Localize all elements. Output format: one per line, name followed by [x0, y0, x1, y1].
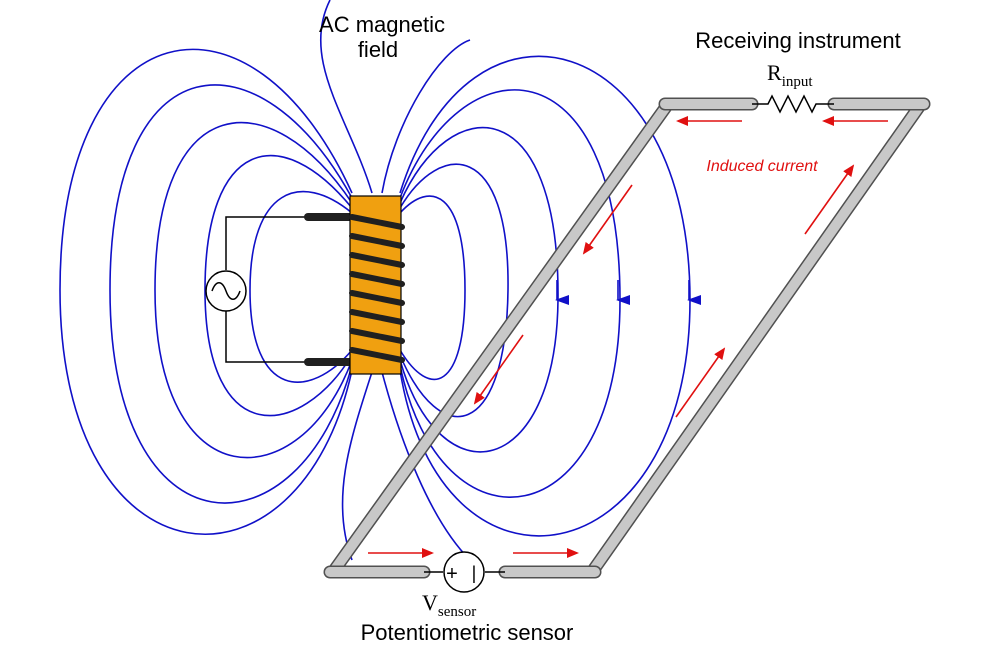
- field-line-bottom-inner-2: [381, 371, 471, 561]
- receiving-instrument-label: Receiving instrument: [695, 28, 900, 53]
- potentiometric-sensor-label: Potentiometric sensor: [361, 620, 574, 645]
- field-title-line2: field: [358, 37, 398, 62]
- electromagnet-coil: [349, 195, 405, 375]
- sensor-minus: |: [472, 563, 477, 583]
- field-line-4: [204, 155, 353, 417]
- sensor-plus: +: [446, 563, 458, 585]
- source-wire-bottom: [225, 311, 312, 363]
- resistor-zigzag: [752, 94, 834, 114]
- current-arrow-left-lower: [473, 334, 524, 405]
- current-arrow-right-upper: [804, 164, 855, 235]
- sensor-icon: [443, 551, 485, 593]
- r-sub: input: [782, 74, 814, 90]
- source-wire-top: [225, 216, 312, 270]
- wire-right-diagonal-fill: [587, 101, 926, 575]
- field-arrows: [555, 280, 701, 305]
- sine-wave-icon: [211, 282, 241, 300]
- induced-current-arrows: [368, 116, 888, 558]
- field-line-2: [109, 84, 353, 504]
- current-arrow-left-upper: [582, 184, 633, 255]
- r-main: R: [767, 60, 782, 85]
- winding-5: [349, 290, 405, 306]
- ac-source-circuit: [205, 213, 356, 366]
- winding-1: [349, 214, 405, 230]
- winding-8: [349, 347, 405, 363]
- v-main: V: [422, 590, 438, 615]
- wire-left-diagonal-fill: [328, 101, 673, 575]
- winding-4: [349, 271, 405, 287]
- induced-current-label: Induced current: [706, 158, 818, 175]
- field-line-top-inner-2: [381, 39, 471, 194]
- field-line-top-inner: [319, 0, 373, 194]
- v-sensor-label: Vsensor: [422, 590, 476, 620]
- current-arrow-right-lower: [675, 347, 726, 418]
- field-line-outer: [59, 48, 353, 536]
- winding-6: [349, 309, 405, 325]
- field-line-bottom-inner: [341, 371, 373, 561]
- receiving-wire-loop: [323, 97, 931, 579]
- winding-7: [349, 328, 405, 344]
- r-input-label: Rinput: [767, 60, 813, 90]
- v-sub: sensor: [438, 604, 476, 620]
- sensor-symbol: + |: [424, 551, 505, 593]
- field-line-5: [249, 190, 353, 383]
- resistor-symbol: [752, 94, 834, 114]
- field-line-right-5: [399, 195, 466, 381]
- windings: [349, 214, 405, 363]
- field-title-line1: AC magnetic: [319, 12, 445, 37]
- field-line-3: [154, 121, 353, 459]
- winding-3: [349, 252, 405, 268]
- winding-2: [349, 233, 405, 249]
